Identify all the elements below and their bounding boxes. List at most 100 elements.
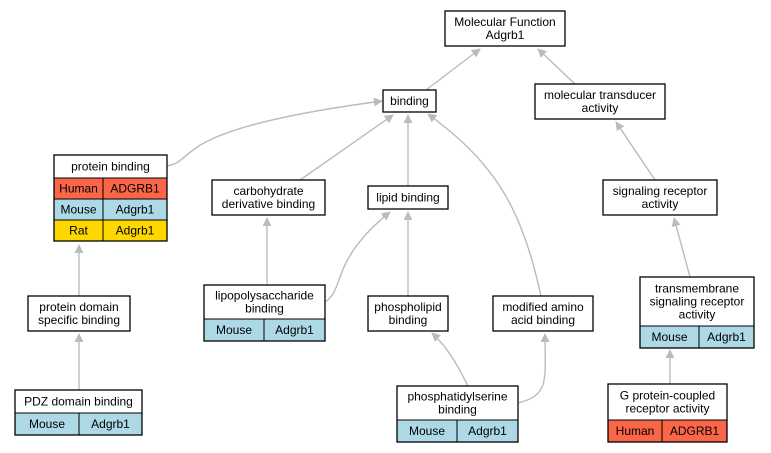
species-label: Human [616,424,655,438]
node-border [382,89,437,113]
gene-label: Adgrb1 [707,330,746,344]
node-label: Adgrb1 [486,28,525,42]
node-border [602,179,718,216]
edge-signaling-to-transducer [615,121,656,181]
node-label: transmembrane [655,282,739,296]
species-label: Rat [69,224,88,238]
node-label: binding [245,302,284,316]
node-label: specific binding [38,313,120,327]
edge-protein-binding-to-binding [166,97,383,167]
node-label: carbohydrate [233,184,303,198]
species-label: Mouse [29,417,65,431]
node-box [204,285,325,319]
node-label: lipopolysaccharide [215,289,314,303]
edge-lipopolysaccharide-to-lipid-binding [324,211,391,303]
node-label: G protein-coupled [620,389,715,403]
node-border [492,295,594,332]
species-label: Mouse [216,323,252,337]
node-border [607,383,728,443]
species-label: Mouse [651,330,687,344]
node-label: activity [642,197,679,211]
node-box [368,296,448,331]
node-border [367,295,449,332]
node-box [212,180,325,215]
node-box [368,186,448,209]
node-box [28,296,130,331]
node-box [383,90,436,112]
gene-label: Adgrb1 [116,224,155,238]
node-border [27,295,131,332]
node-border [639,276,755,349]
edge-binding-to-molecular-function [425,48,481,91]
gene-label: Adgrb1 [468,424,507,438]
node-box [15,390,142,413]
species-label: Mouse [409,424,445,438]
node-label: Molecular Function [454,15,555,29]
node-box [54,155,167,178]
node-box [535,84,665,119]
edge-transmembrane-to-signaling [671,217,691,278]
node-border [534,83,666,120]
node-box [445,11,565,46]
node-label: binding [438,403,477,417]
node-box [640,277,754,326]
node-label: phosphatidylserine [407,390,507,404]
edge-modified-amino-to-binding [427,113,542,297]
node-border [444,10,566,47]
node-border [203,284,326,342]
species-label: Mouse [60,203,96,217]
edges [74,48,691,404]
node-label: activity [679,308,716,322]
gene-label: Adgrb1 [275,323,314,337]
node-label: protein binding [71,160,150,174]
node-box [608,384,727,420]
node-label: lipid binding [376,191,439,205]
node-binding[interactable]: binding [382,89,437,113]
node-label: molecular transducer [544,88,656,102]
edge-phosphatidylserine-to-modified-amino [517,333,550,404]
node-label: binding [389,313,428,327]
node-label: acid binding [511,313,575,327]
edge-carbohydrate-to-binding [299,114,394,181]
node-border [53,154,168,242]
node-label: signaling receptor [650,295,745,309]
node-box [603,180,717,215]
node-label: modified amino [502,300,584,314]
gene-label: ADGRB1 [670,424,720,438]
node-border [14,389,143,436]
edge-transducer-to-molecular-function [537,48,576,85]
node-label: PDZ domain binding [24,395,133,409]
gene-label: Adgrb1 [91,417,130,431]
species-label: Human [59,182,98,196]
node-label: phospholipid [374,300,441,314]
node-label: signaling receptor [613,184,708,198]
node-lipid-binding[interactable]: lipid binding [367,185,449,210]
gene-label: ADGRB1 [110,182,160,196]
node-label: receptor activity [625,402,709,416]
node-border [211,179,326,216]
node-label: activity [582,101,619,115]
node-border [367,185,449,210]
edge-phosphatidylserine-to-phospholipid [431,332,469,387]
node-border [396,385,519,443]
gene-label: Adgrb1 [116,203,155,217]
node-label: protein domain [39,300,118,314]
node-label: binding [390,94,429,108]
node-box [397,386,518,420]
